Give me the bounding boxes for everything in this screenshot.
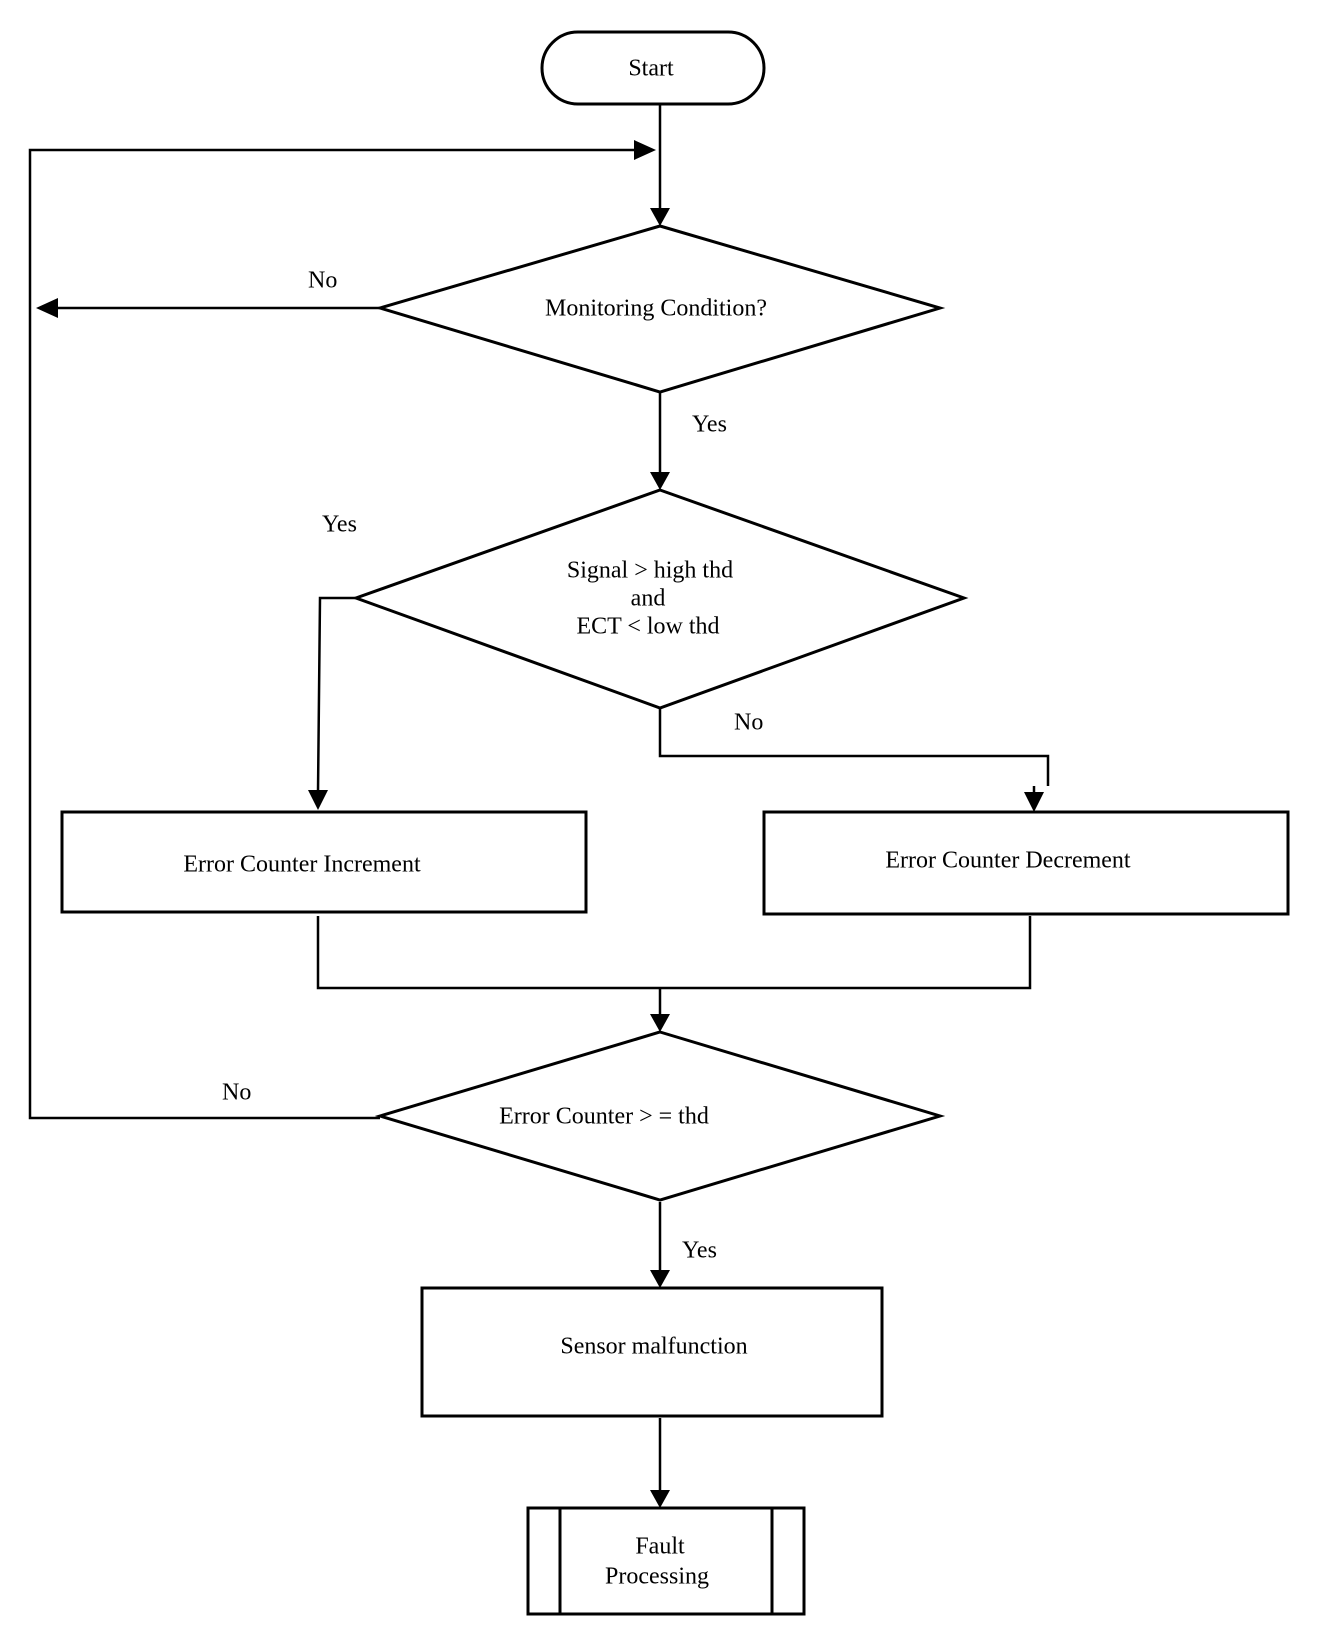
- signal-check-line1: Signal > high thd: [567, 558, 733, 584]
- arrowhead-signal-in: [650, 472, 670, 490]
- monitoring-condition-label: Monitoring Condition?: [545, 296, 767, 322]
- signal-check-line2: and: [631, 586, 666, 612]
- monitoring-condition-decision: [374, 224, 946, 394]
- arrowhead-decrement-in: [1024, 792, 1044, 812]
- fault-processing-line2: Processing: [605, 1564, 709, 1590]
- sensor-malfunction-label: Sensor malfunction: [560, 1334, 747, 1360]
- arrowhead-threshold-in: [650, 1014, 670, 1032]
- signal-check-decision: [351, 488, 969, 710]
- connector-loopback: [28, 148, 636, 1120]
- edge-label-threshold-no: No: [222, 1080, 251, 1106]
- start-label: Start: [628, 56, 674, 82]
- arrowhead-increment-in: [308, 790, 328, 810]
- edge-label-monitoring-no: No: [308, 268, 337, 294]
- error-threshold-label: Error Counter > = thd: [499, 1104, 709, 1130]
- error-counter-decrement-box: [762, 810, 1290, 916]
- arrowhead-monitoring-in: [650, 208, 670, 226]
- error-threshold-decision: [374, 1030, 946, 1202]
- error-counter-increment-label: Error Counter Increment: [183, 852, 421, 878]
- arrowhead-malfunction-in: [650, 1270, 670, 1288]
- fault-processing-box: [526, 1506, 806, 1616]
- edge-label-signal-yes: Yes: [322, 512, 357, 538]
- connector-merge: [316, 916, 1032, 990]
- connector-signal-yes: [316, 596, 356, 793]
- arrowhead-loopback: [634, 140, 656, 160]
- start-terminator: [540, 30, 766, 106]
- arrowhead-monitoring-no: [36, 298, 58, 318]
- connector-signal-no: [658, 708, 1050, 786]
- edge-label-threshold-yes: Yes: [682, 1238, 717, 1264]
- edge-label-signal-no: No: [734, 710, 763, 736]
- fault-processing-line1: Fault: [635, 1534, 685, 1560]
- arrowhead-fault-in: [650, 1490, 670, 1508]
- error-counter-decrement-label: Error Counter Decrement: [885, 848, 1131, 874]
- error-counter-increment-box: [60, 810, 588, 914]
- edge-label-monitoring-yes: Yes: [692, 412, 727, 438]
- sensor-malfunction-box: [420, 1286, 884, 1418]
- signal-check-line3: ECT < low thd: [576, 614, 719, 640]
